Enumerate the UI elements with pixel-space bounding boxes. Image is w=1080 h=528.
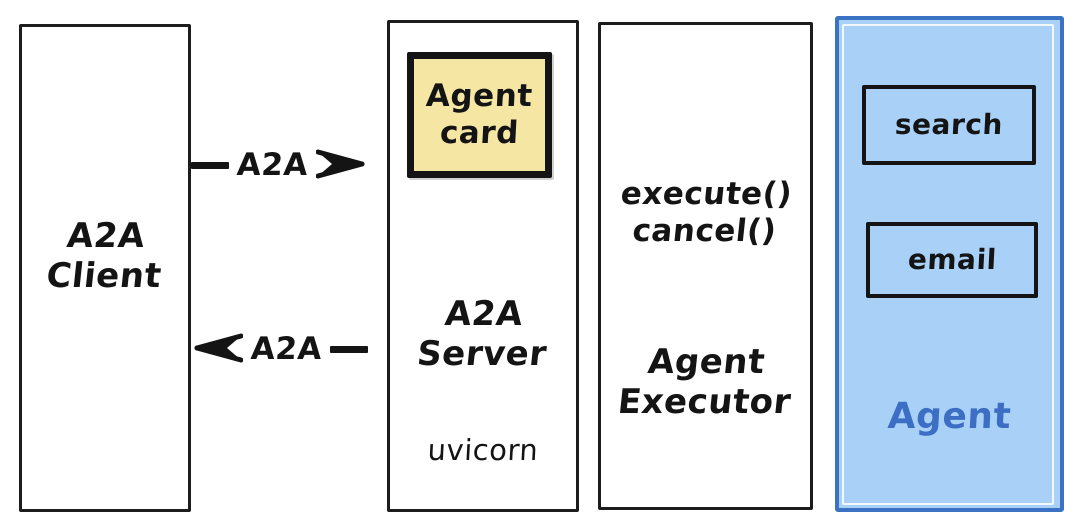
edge-response-stub [330, 345, 369, 353]
edge-request-label: A2A [235, 147, 310, 183]
node-a2a-client[interactable] [19, 24, 191, 512]
agent-card-box[interactable]: Agent card [407, 52, 552, 178]
edge-response-label: A2A [249, 331, 324, 367]
a2a-client-label: A2A Client [17, 216, 193, 296]
agent-label: Agent [886, 396, 1013, 437]
edge-request-arrow: A2A [191, 143, 387, 187]
edge-request-stub [191, 161, 229, 169]
arrowhead-right-icon [316, 149, 365, 179]
arrowhead-left-icon [194, 333, 243, 363]
agent-card-label-line2: card [439, 115, 520, 151]
a2a-server-label-line2: Server [415, 334, 549, 375]
a2a-client-label-line1: A2A [65, 216, 148, 256]
a2a-server-label-line1: A2A [443, 294, 526, 334]
agent-card-label-line1: Agent [425, 78, 534, 115]
node-agent[interactable] [835, 16, 1064, 512]
agent-skill-email-label: email [906, 243, 998, 277]
agent-executor-label-line2: Executor [615, 382, 794, 423]
a2a-server-runtime-label: uvicorn [426, 433, 540, 467]
method-execute-label: execute() [619, 176, 794, 212]
agent-skill-search-label: search [894, 108, 1004, 142]
agent-skill-search-box[interactable]: search [862, 85, 1036, 165]
a2a-client-label-line2: Client [44, 256, 164, 297]
method-cancel-label: cancel() [630, 212, 779, 249]
a2a-server-label: A2A Server [385, 294, 581, 374]
edge-response-arrow: A2A [191, 327, 387, 371]
agent-executor-label: Agent Executor [596, 342, 815, 422]
agent-executor-label-line1: Agent [646, 342, 767, 382]
agent-executor-methods: execute() cancel() [596, 176, 815, 249]
agent-skill-email-box[interactable]: email [866, 222, 1038, 298]
node-agent-executor[interactable] [598, 22, 813, 510]
